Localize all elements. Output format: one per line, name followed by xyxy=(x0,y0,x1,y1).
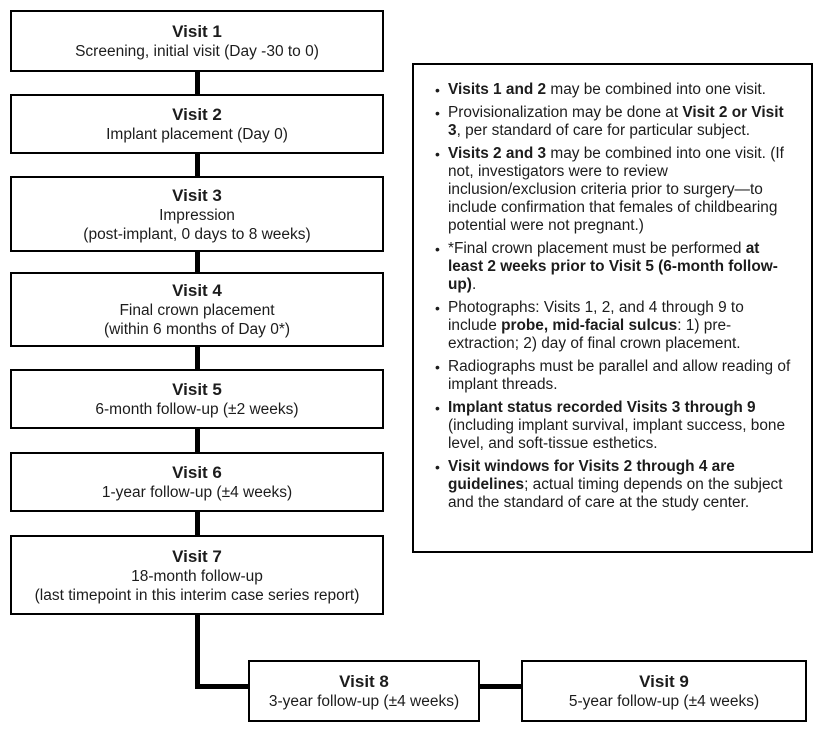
note-item: Visit windows for Visits 2 through 4 are… xyxy=(435,458,791,512)
note-text: Radiographs must be parallel and allow r… xyxy=(448,358,791,393)
visit-title: Visit 9 xyxy=(639,672,689,691)
visit-box-1: Visit 1 Screening, initial visit (Day -3… xyxy=(10,10,384,72)
note-text: . xyxy=(471,276,477,293)
note-text-bold: probe, mid-facial sulcus xyxy=(501,317,678,334)
visit-subtitle: 5-year follow-up (±4 weeks) xyxy=(568,693,760,710)
visit-subtitle: (post-implant, 0 days to 8 weeks) xyxy=(83,225,311,243)
flow-connector-v6-v7 xyxy=(195,510,200,535)
note-text: may be combined into one visit. xyxy=(546,81,766,98)
visit-box-2: Visit 2 Implant placement (Day 0) xyxy=(10,94,384,154)
notes-list: Visits 1 and 2 may be combined into one … xyxy=(435,81,791,512)
note-text-bold: at least 2 weeks prior to Visit 5 (6-mon… xyxy=(448,240,778,293)
visit-subtitle: Final crown placement xyxy=(119,302,275,319)
note-item: Visits 1 and 2 may be combined into one … xyxy=(435,81,791,99)
visit-subtitle: 6-month follow-up (±2 weeks) xyxy=(95,401,299,418)
visit-box-7: Visit 7 18-month follow-up (last timepoi… xyxy=(10,535,384,615)
visit-title: Visit 4 xyxy=(172,281,222,300)
notes-panel: Visits 1 and 2 may be combined into one … xyxy=(412,63,813,553)
visit-title: Visit 6 xyxy=(172,463,222,482)
note-item: Visits 2 and 3 may be combined into one … xyxy=(435,145,791,235)
flow-connector-v5-v6 xyxy=(195,427,200,452)
flow-connector-v2-v3 xyxy=(195,152,200,176)
note-text: (including implant survival, implant suc… xyxy=(448,417,786,452)
visit-subtitle: (last timepoint in this interim case ser… xyxy=(34,586,360,604)
visit-subtitle: 3-year follow-up (±4 weeks) xyxy=(268,693,460,710)
note-item: Implant status recorded Visits 3 through… xyxy=(435,399,791,453)
visit-title: Visit 5 xyxy=(172,380,222,399)
note-text-bold: Visits 1 and 2 xyxy=(448,81,547,98)
visit-title: Visit 1 xyxy=(172,22,222,41)
visit-box-9: Visit 9 5-year follow-up (±4 weeks) xyxy=(521,660,807,722)
note-text: may be combined into one visit. (If not,… xyxy=(448,145,784,234)
flow-connector-v3-v4 xyxy=(195,250,200,272)
note-item: Provisionalization may be done at Visit … xyxy=(435,104,791,140)
note-text-bold: Visits 2 and 3 xyxy=(448,145,547,162)
note-text-bold: Visit 2 or Visit 3 xyxy=(448,104,784,139)
visit-box-4: Visit 4 Final crown placement (within 6 … xyxy=(10,272,384,347)
visit-subtitle: 1-year follow-up (±4 weeks) xyxy=(101,484,293,501)
flow-connector-v8-v9 xyxy=(480,684,521,689)
visit-subtitle: Impression xyxy=(159,206,235,224)
visit-title: Visit 7 xyxy=(172,546,222,566)
visit-subtitle: (within 6 months of Day 0*) xyxy=(103,321,291,338)
flow-connector-v1-v2 xyxy=(195,70,200,94)
note-text: *Final crown placement must be performed xyxy=(448,240,746,257)
note-text: , per standard of care for particular su… xyxy=(456,122,750,139)
note-item: Photographs: Visits 1, 2, and 4 through … xyxy=(435,299,791,353)
visit-box-3: Visit 3 Impression (post-implant, 0 days… xyxy=(10,176,384,252)
visit-title: Visit 3 xyxy=(172,185,222,205)
flow-connector-v4-v5 xyxy=(195,345,200,369)
note-item: Radiographs must be parallel and allow r… xyxy=(435,358,791,394)
note-text-bold: Implant status recorded Visits 3 through… xyxy=(448,399,756,416)
visit-subtitle: Implant placement (Day 0) xyxy=(106,126,288,143)
visit-box-6: Visit 6 1-year follow-up (±4 weeks) xyxy=(10,452,384,512)
note-text: : 1) pre-extraction; 2) day of final cro… xyxy=(448,317,741,352)
visit-box-8: Visit 8 3-year follow-up (±4 weeks) xyxy=(248,660,480,722)
visit-subtitle: Screening, initial visit (Day -30 to 0) xyxy=(75,43,319,60)
note-text: Photographs: Visits 1, 2, and 4 through … xyxy=(448,299,744,334)
visit-box-5: Visit 5 6-month follow-up (±2 weeks) xyxy=(10,369,384,429)
flow-connector-v7-v8 xyxy=(195,684,248,689)
flow-connector-v7-elbow xyxy=(195,613,200,689)
visit-subtitle: 18-month follow-up xyxy=(131,567,263,585)
visit-title: Visit 2 xyxy=(172,105,222,124)
note-item: *Final crown placement must be performed… xyxy=(435,240,791,294)
note-text-bold: Visit windows for Visits 2 through 4 are… xyxy=(448,458,735,493)
visit-title: Visit 8 xyxy=(339,672,389,691)
note-text: Provisionalization may be done at xyxy=(448,104,683,121)
note-text: ; actual timing depends on the subject a… xyxy=(448,476,783,511)
